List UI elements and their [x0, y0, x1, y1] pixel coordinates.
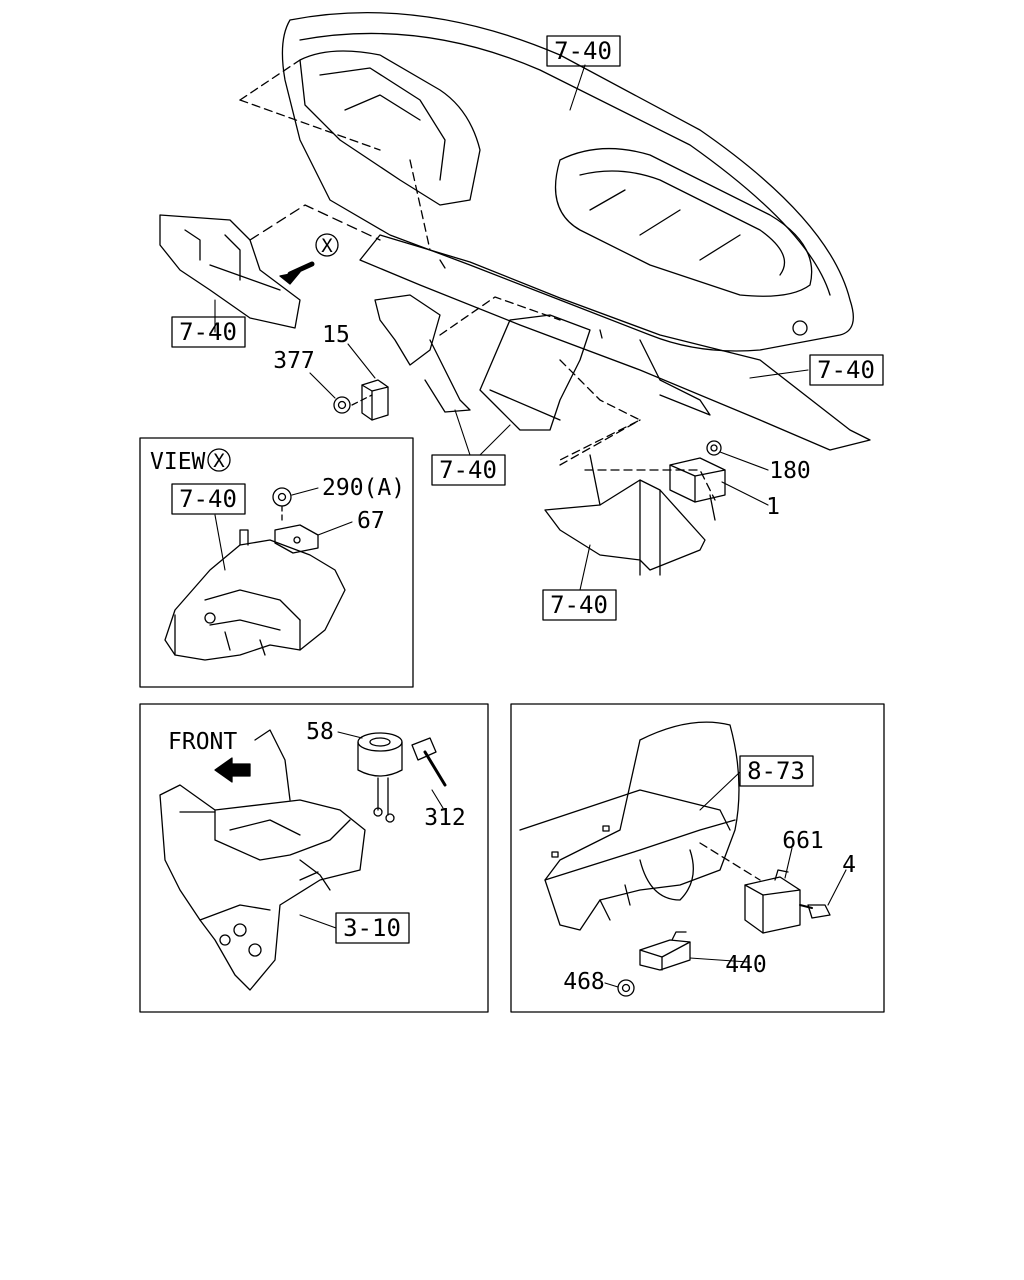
- callout-67: 67: [357, 508, 385, 534]
- ref-box-3: 7-40: [809, 354, 884, 386]
- front-arrow-icon: [214, 757, 251, 783]
- ref-box-4: 7-40: [431, 454, 506, 486]
- callout-661: 661: [782, 828, 824, 854]
- ref-8-73: 8-73: [747, 757, 805, 785]
- ref-7-40-right: 7-40: [817, 356, 875, 384]
- view-x-marker-text: X: [321, 235, 333, 257]
- callout-58: 58: [306, 719, 334, 745]
- callout-290a: 290(A): [322, 475, 405, 501]
- ref-box-2: 7-40: [171, 316, 246, 348]
- nut-part-180: [706, 440, 722, 456]
- front-label: FRONT: [168, 729, 237, 755]
- ref-7-40-view: 7-40: [179, 485, 237, 513]
- ref-7-40-left: 7-40: [179, 318, 237, 346]
- view-label: VIEW: [150, 449, 206, 475]
- callout-15: 15: [322, 322, 350, 348]
- relay-panel: 661 4 440 468 8-73: [510, 703, 885, 1013]
- view-x-panel: VIEW X 7-40 290(A) 67: [139, 437, 414, 688]
- callout-312: 312: [424, 805, 466, 831]
- nut-part-377: [333, 396, 351, 414]
- callout-4: 4: [842, 852, 856, 878]
- left-side-bracket: [159, 204, 381, 329]
- view-label-marker: X: [213, 450, 225, 472]
- center-support-brace: [374, 294, 711, 461]
- callout-1: 1: [766, 494, 780, 520]
- ref-box-5: 7-40: [542, 589, 617, 621]
- ref-7-40-bottom: 7-40: [550, 591, 608, 619]
- callout-180: 180: [769, 458, 811, 484]
- callout-440: 440: [725, 952, 767, 978]
- lower-right-bracket: [544, 419, 716, 576]
- relay-part-15: [361, 379, 389, 421]
- leader-lines-top: [214, 64, 809, 591]
- view-x-marker: X: [315, 233, 339, 257]
- ref-7-40-top: 7-40: [554, 37, 612, 65]
- callout-377: 377: [273, 348, 315, 374]
- dashboard-panel: [239, 11, 871, 451]
- module-part-1: [669, 457, 726, 503]
- ref-3-10: 3-10: [343, 914, 401, 942]
- ref-box-1: 7-40: [546, 35, 621, 67]
- ref-7-40-center: 7-40: [439, 456, 497, 484]
- callout-468: 468: [563, 969, 605, 995]
- front-panel: FRONT 58 312 3-10: [139, 703, 489, 1013]
